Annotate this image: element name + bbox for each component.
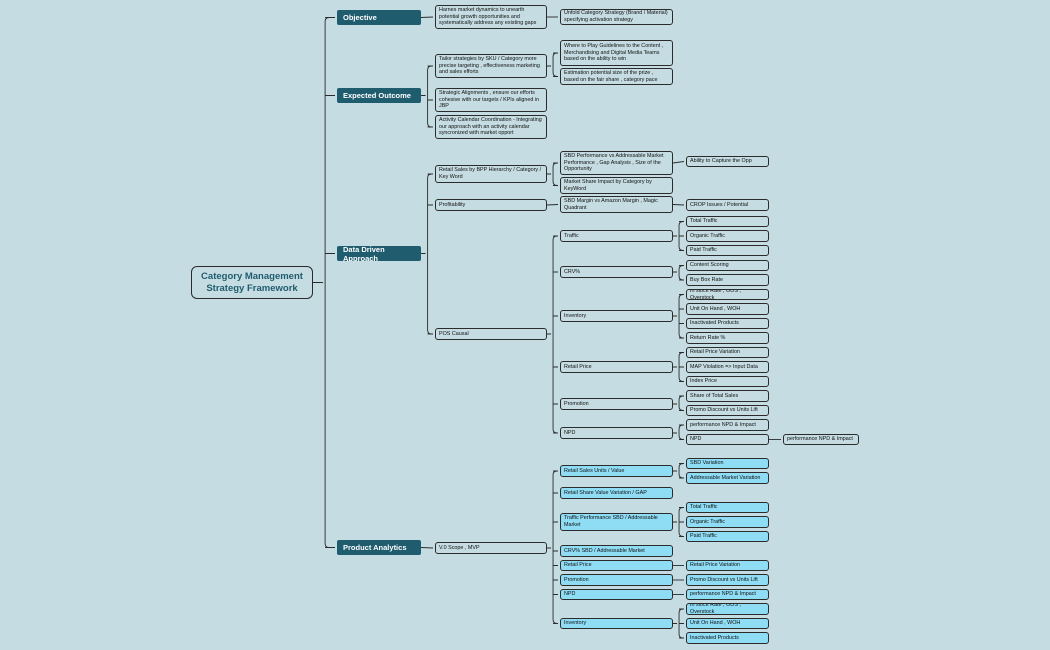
pa-promotion-node[interactable]: Promotion bbox=[560, 574, 673, 586]
dd-pos-causal-node[interactable]: POS Causal bbox=[435, 328, 547, 340]
product-analytics-topic[interactable]: Product Analytics bbox=[337, 540, 421, 555]
dd-npd-sub-node[interactable]: NPD bbox=[686, 434, 769, 445]
dd-market-share-node[interactable]: Market Share Impact by Category by KeyWo… bbox=[560, 177, 673, 194]
dd-index-price-node[interactable]: Index Price bbox=[686, 376, 769, 387]
dd-content-scoring-node[interactable]: Content Scoring bbox=[686, 260, 769, 271]
outcome-estimation-node[interactable]: Estimation potential size of the prize ,… bbox=[560, 68, 673, 85]
dd-instock-node[interactable]: In stock Rate , OOS , Overstock bbox=[686, 289, 769, 300]
pa-instock-node[interactable]: In stock Rate , OOS , Overstock bbox=[686, 603, 769, 615]
pa-inventory-node[interactable]: Inventory bbox=[560, 618, 673, 629]
expected-outcome-topic[interactable]: Expected Outcome bbox=[337, 88, 421, 103]
dd-crv-node[interactable]: CRV% bbox=[560, 266, 673, 278]
dd-retail-price-node[interactable]: Retail Price bbox=[560, 361, 673, 373]
dd-traffic-node[interactable]: Traffic bbox=[560, 230, 673, 242]
dd-ability-node[interactable]: Ability to Capture the Opp bbox=[686, 156, 769, 167]
dd-performance-npd-node[interactable]: performance NPD & Impact bbox=[686, 419, 769, 431]
pa-retail-price-node[interactable]: Retail Price bbox=[560, 560, 673, 571]
root-topic[interactable]: Category Management Strategy Framework bbox=[191, 266, 313, 299]
pa-traffic-performance-node[interactable]: Traffic Performance SBD / Addressable Ma… bbox=[560, 513, 673, 531]
pa-sbd-variation-node[interactable]: SBD Variation bbox=[686, 458, 769, 469]
objective-unfold-node[interactable]: Unfold Category Strategy (Brand / Materi… bbox=[560, 9, 673, 25]
outcome-where-to-play-node[interactable]: Where to Play Guidelines to the Content … bbox=[560, 40, 673, 66]
dd-profitability-node[interactable]: Profitability bbox=[435, 199, 547, 211]
pa-rp-variation-node[interactable]: Retail Price Variation bbox=[686, 560, 769, 571]
dd-paid-traffic-node[interactable]: Paid Traffic bbox=[686, 245, 769, 256]
dd-sbd-performance-node[interactable]: SBD Performance vs Addressable Market Pe… bbox=[560, 151, 673, 175]
dd-crop-node[interactable]: CROP Issues / Potential bbox=[686, 199, 769, 211]
pa-performance-npd-node[interactable]: performance NPD & Impact bbox=[686, 589, 769, 600]
pa-retail-sales-units-node[interactable]: Retail Sales Units / Value bbox=[560, 465, 673, 477]
outcome-strategic-node[interactable]: Strategic Alignments , ensure our effort… bbox=[435, 88, 547, 112]
outcome-calendar-node[interactable]: Activity Calendar Coordination - Integra… bbox=[435, 115, 547, 139]
pa-organic-traffic-node[interactable]: Organic Traffic bbox=[686, 516, 769, 528]
dd-buy-box-node[interactable]: Buy Box Rate bbox=[686, 274, 769, 286]
dd-return-rate-node[interactable]: Return Rate % bbox=[686, 332, 769, 344]
dd-promotion-node[interactable]: Promotion bbox=[560, 398, 673, 410]
pa-paid-traffic-node[interactable]: Paid Traffic bbox=[686, 531, 769, 542]
dd-unit-on-hand-node[interactable]: Unit On Hand , WOH bbox=[686, 303, 769, 315]
pa-crv-node[interactable]: CRV% SBD / Addressable Market bbox=[560, 545, 673, 557]
dd-map-violation-node[interactable]: MAP Violation => Input Data bbox=[686, 361, 769, 373]
pa-inactivated-node[interactable]: Inactivated Products bbox=[686, 632, 769, 644]
data-driven-approach-topic[interactable]: Data Driven Approach bbox=[337, 246, 421, 261]
dd-organic-traffic-node[interactable]: Organic Traffic bbox=[686, 230, 769, 242]
pa-v0-scope-node[interactable]: V.0 Scope , MVP bbox=[435, 542, 547, 554]
outcome-tailor-node[interactable]: Tailor strategies by SKU / Category more… bbox=[435, 54, 547, 78]
pa-promo-discount-node[interactable]: Promo Discount vs Units Lift bbox=[686, 574, 769, 586]
dd-inactivated-node[interactable]: Inactivated Products bbox=[686, 318, 769, 329]
dd-retail-sales-node[interactable]: Retail Sales by BPP Hierarchy / Category… bbox=[435, 165, 547, 183]
pa-retail-share-value-node[interactable]: Retail Share Value Variation / GAP bbox=[560, 487, 673, 499]
dd-npd-node[interactable]: NPD bbox=[560, 427, 673, 439]
dd-share-total-sales-node[interactable]: Share of Total Sales bbox=[686, 390, 769, 402]
dd-rp-variation-node[interactable]: Retail Price Variation bbox=[686, 347, 769, 358]
dd-sbd-margin-node[interactable]: SBD Margin vs Amazon Margin , Magic Quad… bbox=[560, 196, 673, 213]
dd-inventory-node[interactable]: Inventory bbox=[560, 310, 673, 322]
dd-total-traffic-node[interactable]: Total Traffic bbox=[686, 216, 769, 227]
pa-npd-node[interactable]: NPD bbox=[560, 589, 673, 600]
dd-promo-discount-node[interactable]: Promo Discount vs Units Lift bbox=[686, 405, 769, 416]
pa-unit-on-hand-node[interactable]: Unit On Hand , WOH bbox=[686, 618, 769, 629]
objective-harness-node[interactable]: Harnes market dynamics to unearth potent… bbox=[435, 5, 547, 29]
pa-am-variation-node[interactable]: Addressable Market Variation bbox=[686, 472, 769, 484]
dd-npd-performance-sub-node[interactable]: performance NPD & Impact bbox=[783, 434, 859, 445]
objective-topic[interactable]: Objective bbox=[337, 10, 421, 25]
pa-total-traffic-node[interactable]: Total Traffic bbox=[686, 502, 769, 513]
